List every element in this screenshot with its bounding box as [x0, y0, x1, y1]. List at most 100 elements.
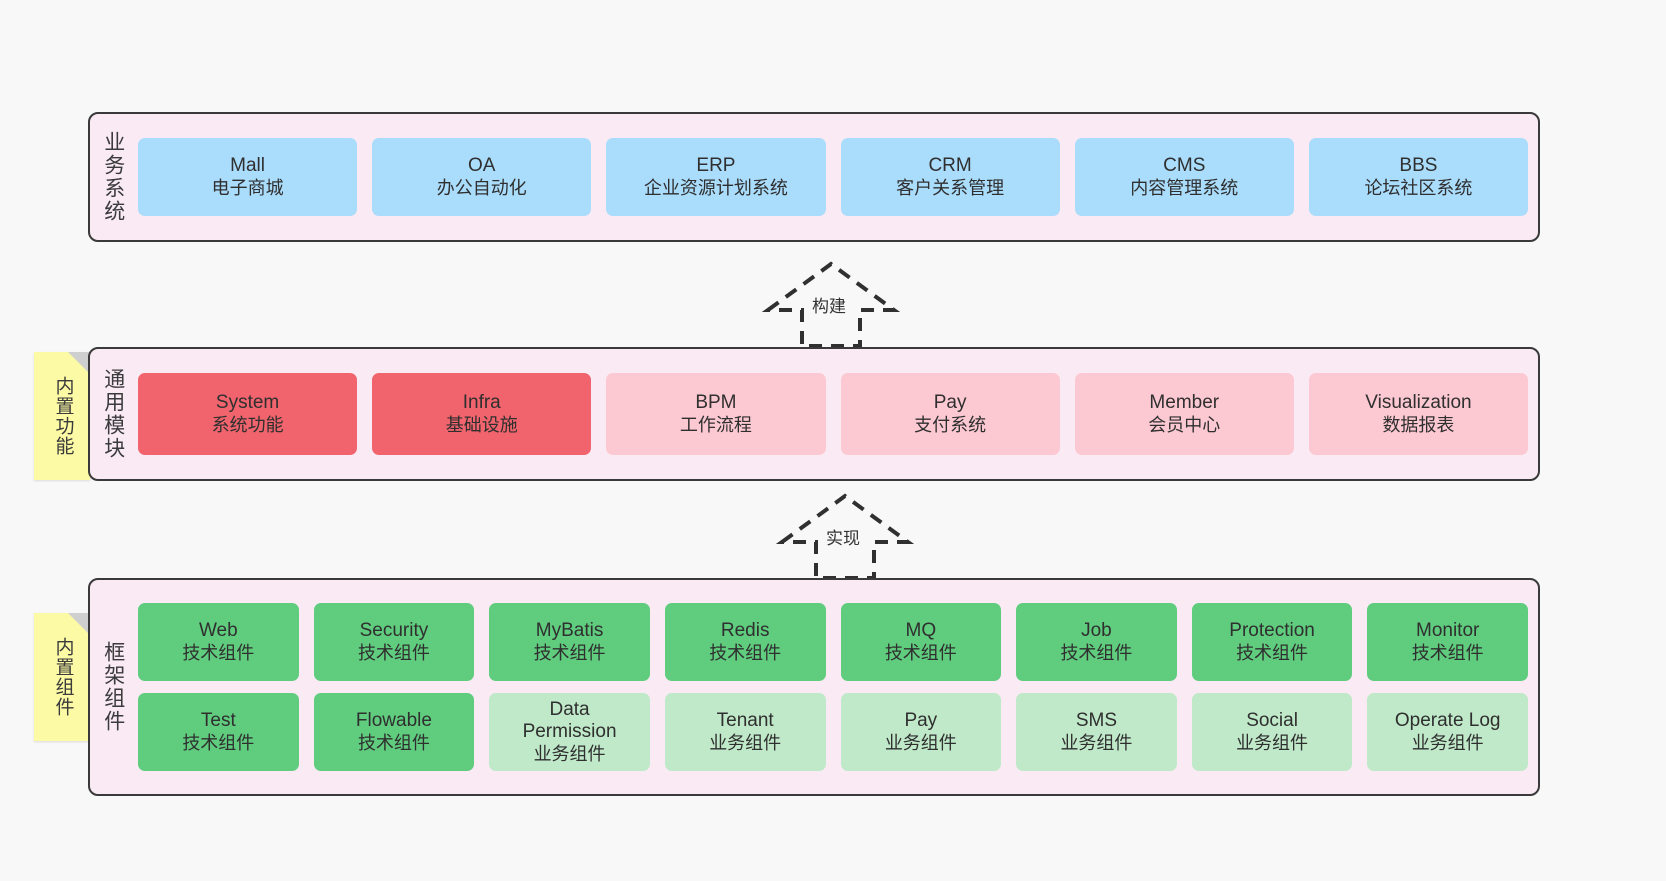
cell-job-name: Job — [1081, 620, 1112, 642]
layer-framework-body: Web 技术组件 Security 技术组件 MyBatis 技术组件 Redi… — [132, 588, 1528, 786]
cell-test[interactable]: Test 技术组件 — [138, 693, 299, 771]
cell-bpm-sub: 工作流程 — [679, 414, 752, 435]
note-builtin-components: 内置组件 — [34, 613, 90, 741]
cell-social-name: Social — [1246, 710, 1298, 732]
cell-member[interactable]: Member 会员中心 — [1074, 373, 1294, 455]
cell-system-name: System — [215, 392, 280, 414]
cell-sms-name: SMS — [1075, 710, 1118, 732]
cell-erp-sub: 企业资源计划系统 — [643, 177, 788, 198]
cell-flowable-sub: 技术组件 — [357, 732, 430, 753]
note-builtin-features-label: 内置功能 — [52, 376, 74, 456]
cell-data-permission[interactable]: Data Permission 业务组件 — [489, 693, 650, 771]
cell-protection[interactable]: Protection 技术组件 — [1191, 603, 1353, 681]
cell-crm[interactable]: CRM 客户关系管理 — [840, 138, 1060, 216]
arrow-implement-icon — [775, 493, 915, 580]
framework-business-row: Test 技术组件 Flowable 技术组件 Data Permission … — [138, 693, 1528, 771]
cell-visualization[interactable]: Visualization 数据报表 — [1308, 373, 1529, 455]
cell-infra-name: Infra — [462, 392, 501, 414]
cell-pay-module-name: Pay — [933, 392, 967, 414]
layer-framework-components: 框架组件 Web 技术组件 Security 技术组件 MyBatis 技术组件… — [88, 578, 1540, 796]
layer-business-title: 业务系统 — [101, 131, 125, 223]
cell-pay-module[interactable]: Pay 支付系统 — [840, 373, 1060, 455]
cell-mall-name: Mall — [230, 155, 265, 177]
layer-modules-title: 通用模块 — [101, 368, 125, 460]
cell-protection-name: Protection — [1229, 620, 1315, 642]
cell-monitor[interactable]: Monitor 技术组件 — [1367, 603, 1528, 681]
cell-mall[interactable]: Mall 电子商城 — [138, 138, 358, 216]
cell-oa-sub: 办公自动化 — [436, 177, 527, 198]
arrow-implement-label: 实现 — [826, 529, 860, 548]
cell-erp-name: ERP — [696, 155, 736, 177]
note-builtin-features: 内置功能 — [34, 352, 90, 480]
cell-pay-module-sub: 支付系统 — [914, 414, 987, 435]
cell-mybatis[interactable]: MyBatis 技术组件 — [489, 603, 650, 681]
cell-social[interactable]: Social 业务组件 — [1191, 693, 1353, 771]
cell-bpm-name: BPM — [695, 392, 737, 414]
cell-infra[interactable]: Infra 基础设施 — [372, 373, 592, 455]
cell-operate-log[interactable]: Operate Log 业务组件 — [1367, 693, 1528, 771]
cell-tenant[interactable]: Tenant 业务组件 — [664, 693, 826, 771]
cell-mall-sub: 电子商城 — [211, 177, 284, 198]
arrow-build: 构建 — [756, 258, 906, 348]
business-systems-row: Mall 电子商城 OA 办公自动化 ERP 企业资源计划系统 CRM 客户关系… — [138, 138, 1529, 216]
cell-operate-log-name: Operate Log — [1394, 710, 1501, 732]
cell-web-name: Web — [198, 620, 238, 642]
cell-flowable-name: Flowable — [355, 710, 432, 732]
cell-tenant-name: Tenant — [716, 710, 774, 732]
cell-cms[interactable]: CMS 内容管理系统 — [1074, 138, 1294, 216]
cell-operate-log-sub: 业务组件 — [1411, 732, 1484, 753]
cell-erp[interactable]: ERP 企业资源计划系统 — [606, 138, 826, 216]
cell-security-name: Security — [359, 620, 429, 642]
cell-cms-name: CMS — [1163, 155, 1206, 177]
arrow-build-label: 构建 — [812, 297, 846, 316]
cell-system[interactable]: System 系统功能 — [138, 373, 358, 455]
cell-crm-name: CRM — [928, 155, 972, 177]
cell-security[interactable]: Security 技术组件 — [313, 603, 475, 681]
cell-oa[interactable]: OA 办公自动化 — [372, 138, 592, 216]
cell-mq[interactable]: MQ 技术组件 — [840, 603, 1002, 681]
cell-bbs[interactable]: BBS 论坛社区系统 — [1308, 138, 1529, 216]
framework-tech-row: Web 技术组件 Security 技术组件 MyBatis 技术组件 Redi… — [138, 603, 1528, 681]
cell-mq-sub: 技术组件 — [884, 642, 957, 663]
cell-sms[interactable]: SMS 业务组件 — [1016, 693, 1177, 771]
cell-web[interactable]: Web 技术组件 — [138, 603, 299, 681]
common-modules-row: System 系统功能 Infra 基础设施 BPM 工作流程 Pay 支付系统… — [138, 373, 1529, 455]
cell-pay-component-name: Pay — [904, 710, 938, 732]
cell-system-sub: 系统功能 — [211, 414, 284, 435]
note-builtin-components-label: 内置组件 — [52, 637, 74, 717]
cell-member-name: Member — [1149, 392, 1220, 414]
layer-business-body: Mall 电子商城 OA 办公自动化 ERP 企业资源计划系统 CRM 客户关系… — [132, 122, 1529, 232]
cell-flowable[interactable]: Flowable 技术组件 — [313, 693, 475, 771]
cell-sms-sub: 业务组件 — [1060, 732, 1133, 753]
cell-social-sub: 业务组件 — [1236, 732, 1309, 753]
cell-redis-name: Redis — [720, 620, 770, 642]
layer-business-systems: 业务系统 Mall 电子商城 OA 办公自动化 ERP 企业资源计划系统 CRM… — [88, 112, 1540, 242]
cell-test-name: Test — [200, 710, 236, 732]
cell-redis[interactable]: Redis 技术组件 — [664, 603, 826, 681]
cell-bpm[interactable]: BPM 工作流程 — [606, 373, 826, 455]
cell-bbs-name: BBS — [1399, 155, 1438, 177]
cell-member-sub: 会员中心 — [1148, 414, 1221, 435]
cell-pay-component-sub: 业务组件 — [884, 732, 957, 753]
cell-infra-sub: 基础设施 — [445, 414, 518, 435]
cell-job-sub: 技术组件 — [1060, 642, 1133, 663]
cell-web-sub: 技术组件 — [182, 642, 255, 663]
cell-visualization-sub: 数据报表 — [1382, 414, 1455, 435]
cell-crm-sub: 客户关系管理 — [896, 177, 1005, 198]
cell-protection-sub: 技术组件 — [1236, 642, 1309, 663]
cell-data-permission-sub: 业务组件 — [533, 743, 606, 764]
cell-tenant-sub: 业务组件 — [709, 732, 782, 753]
cell-mybatis-sub: 技术组件 — [533, 642, 606, 663]
note-fold-corner-icon — [68, 352, 90, 374]
layer-framework-title: 框架组件 — [101, 641, 125, 733]
cell-monitor-sub: 技术组件 — [1411, 642, 1484, 663]
cell-visualization-name: Visualization — [1365, 392, 1472, 414]
arrow-build-icon — [761, 261, 901, 348]
cell-pay-component[interactable]: Pay 业务组件 — [840, 693, 1002, 771]
cell-mybatis-name: MyBatis — [535, 620, 604, 642]
cell-cms-sub: 内容管理系统 — [1130, 177, 1239, 198]
cell-job[interactable]: Job 技术组件 — [1016, 603, 1177, 681]
cell-redis-sub: 技术组件 — [709, 642, 782, 663]
cell-bbs-sub: 论坛社区系统 — [1364, 177, 1473, 198]
